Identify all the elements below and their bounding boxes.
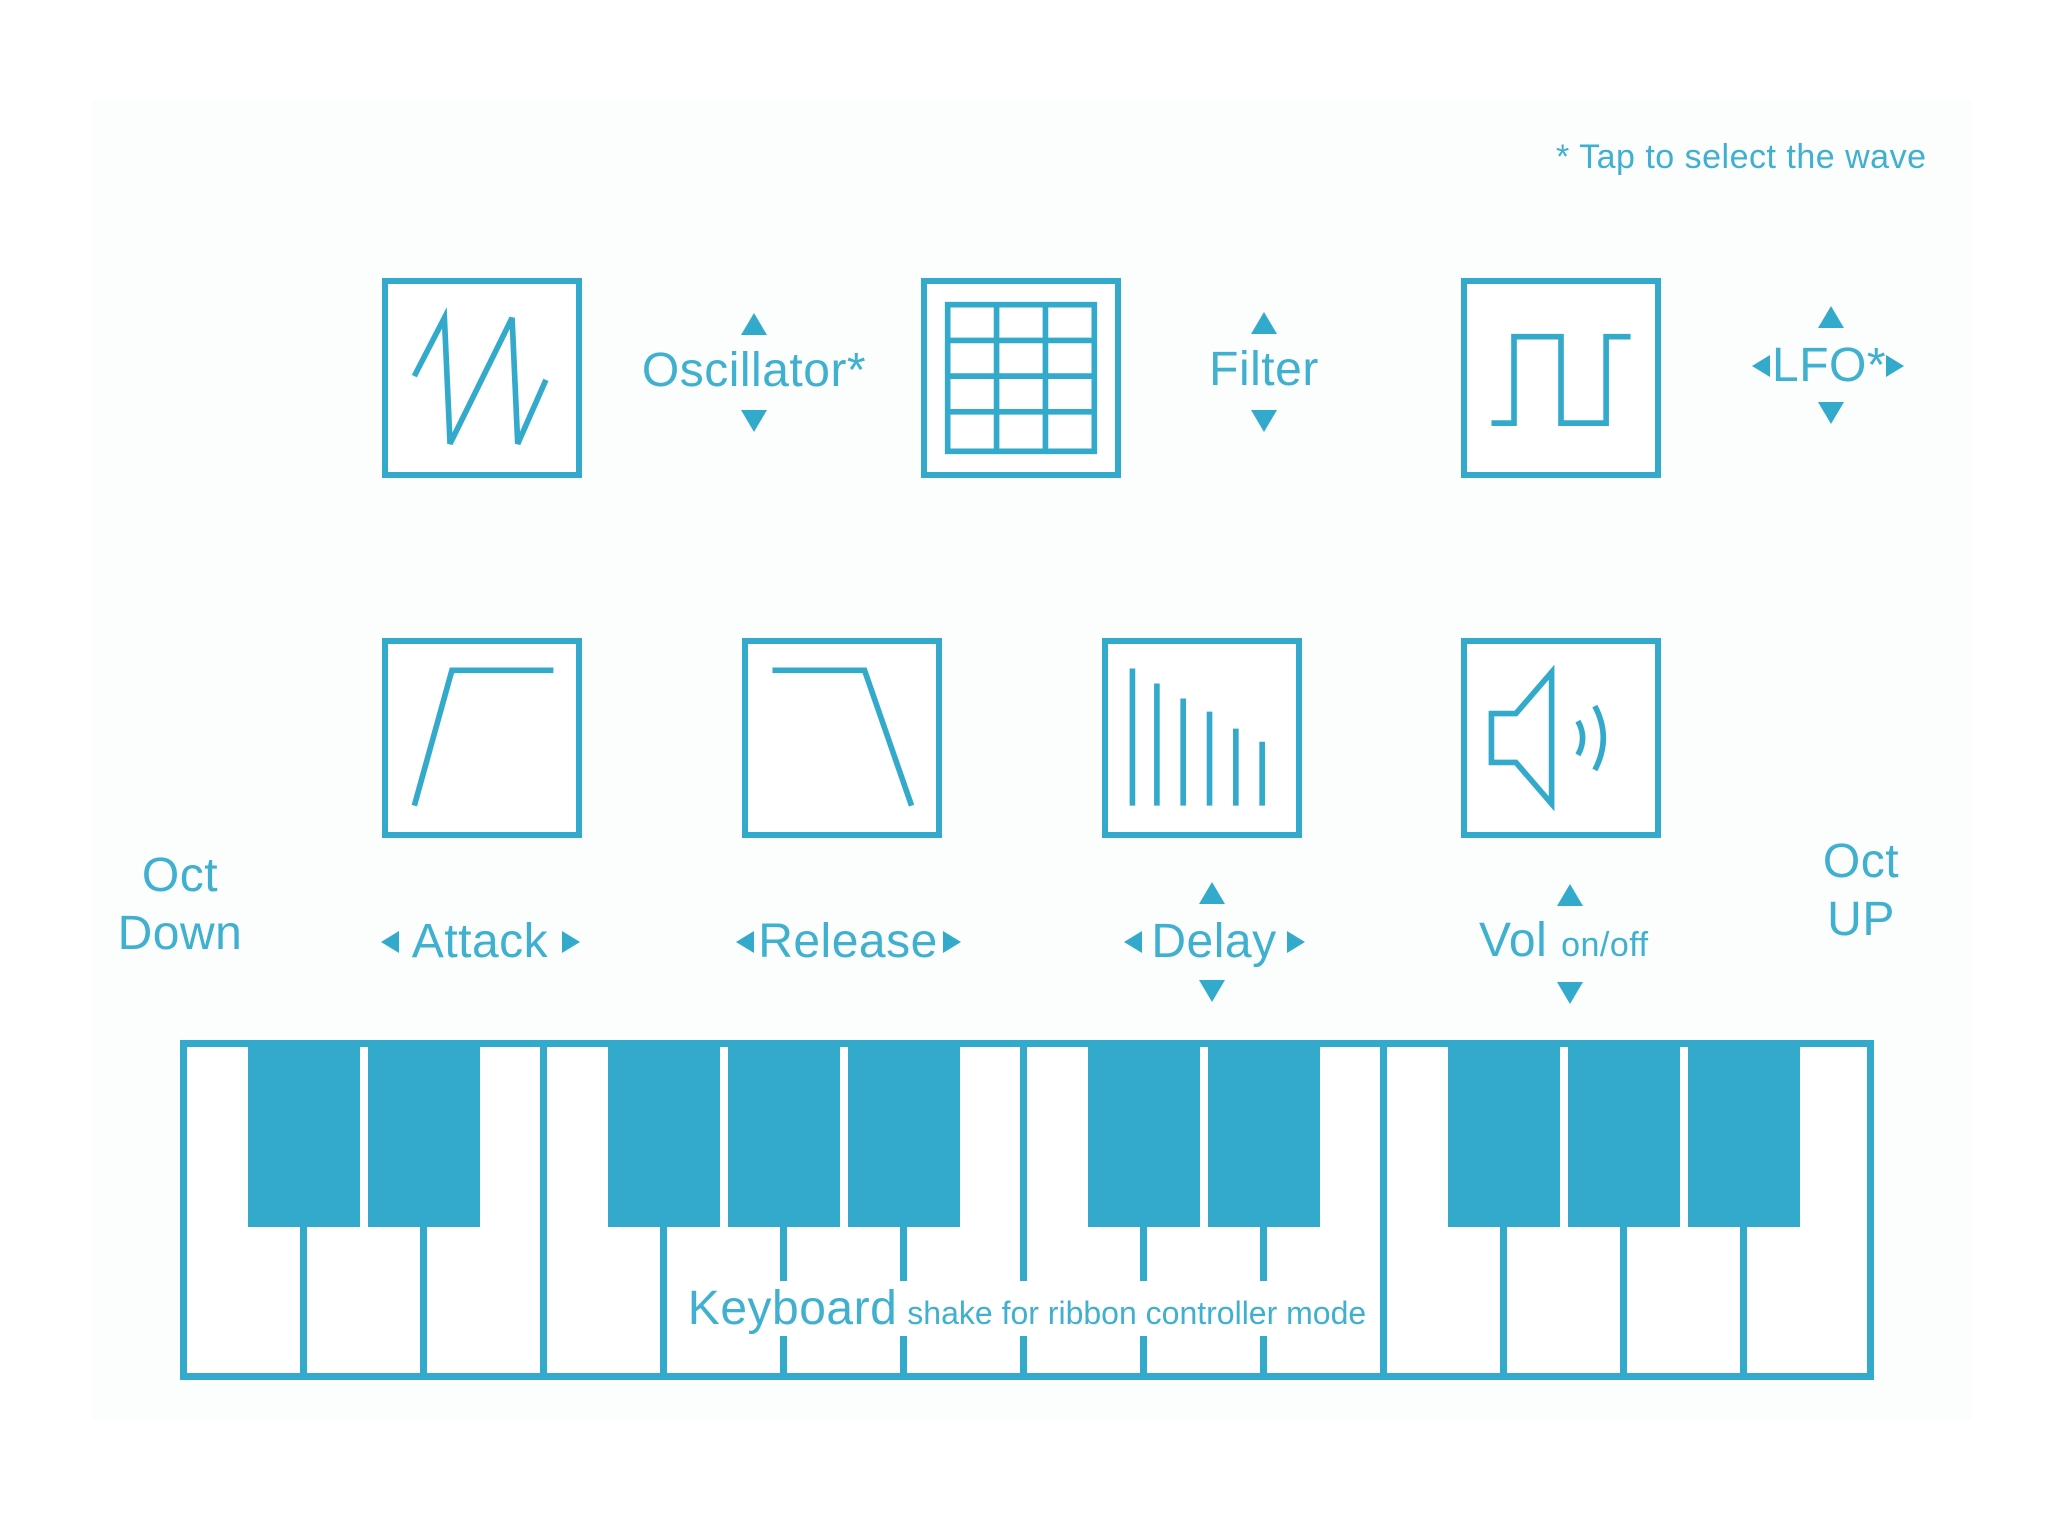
delay-bars-icon xyxy=(1129,668,1265,806)
filter-label: Filter xyxy=(1209,343,1319,396)
volume-label-group: Vol on/off xyxy=(1479,917,1719,965)
volume-down-arrow[interactable] xyxy=(1557,982,1583,1004)
filter-up-arrow[interactable] xyxy=(1251,312,1277,334)
octave-up-label-2: UP xyxy=(1827,893,1895,946)
lfo-right-arrow[interactable] xyxy=(1886,355,1904,377)
square-wave-icon xyxy=(1491,333,1631,426)
delay-right-arrow[interactable] xyxy=(1287,931,1305,953)
black-key[interactable] xyxy=(1208,1047,1320,1227)
lfo-label: LFO* xyxy=(1772,339,1887,392)
black-key[interactable] xyxy=(608,1047,720,1227)
keyboard-subtitle: shake for ribbon controller mode xyxy=(907,1294,1367,1331)
filter-down-arrow[interactable] xyxy=(1251,410,1277,432)
octave-down-label-1: Oct xyxy=(141,849,219,902)
black-key[interactable] xyxy=(1088,1047,1200,1227)
oscillator-wave-button[interactable] xyxy=(382,278,582,478)
delay-up-arrow[interactable] xyxy=(1199,882,1225,904)
release-right-arrow[interactable] xyxy=(943,931,961,953)
release-button[interactable] xyxy=(742,638,942,838)
wave-hint-text: * Tap to select the wave xyxy=(1556,138,1927,176)
filter-button[interactable] xyxy=(921,278,1121,478)
octave-up-label-1: Oct xyxy=(1822,835,1900,888)
black-key[interactable] xyxy=(728,1047,840,1227)
oscillator-up-arrow[interactable] xyxy=(741,313,767,335)
delay-left-arrow[interactable] xyxy=(1124,931,1142,953)
release-left-arrow[interactable] xyxy=(736,931,754,953)
volume-label: Vol xyxy=(1479,914,1548,967)
black-key[interactable] xyxy=(248,1047,360,1227)
attack-button[interactable] xyxy=(382,638,582,838)
octave-up-button[interactable]: Oct UP xyxy=(1791,838,1931,944)
black-key[interactable] xyxy=(1568,1047,1680,1227)
oscillator-label: Oscillator* xyxy=(641,344,867,397)
delay-button[interactable] xyxy=(1102,638,1302,838)
attack-right-arrow[interactable] xyxy=(562,931,580,953)
attack-label: Attack xyxy=(411,915,549,968)
lfo-up-arrow[interactable] xyxy=(1818,306,1844,328)
black-key[interactable] xyxy=(368,1047,480,1227)
white-key[interactable] xyxy=(907,1047,1027,1373)
octave-down-label-2: Down xyxy=(117,907,243,960)
sawtooth-wave-icon xyxy=(411,307,549,446)
delay-label: Delay xyxy=(1151,915,1277,968)
oscillator-down-arrow[interactable] xyxy=(741,410,767,432)
lfo-wave-button[interactable] xyxy=(1461,278,1661,478)
attack-envelope-icon xyxy=(411,667,554,807)
black-key[interactable] xyxy=(1688,1047,1800,1227)
lfo-left-arrow[interactable] xyxy=(1752,355,1770,377)
volume-toggle-label[interactable]: on/off xyxy=(1561,926,1649,964)
volume-button[interactable] xyxy=(1461,638,1661,838)
volume-up-arrow[interactable] xyxy=(1557,884,1583,906)
keyboard-title: Keyboard xyxy=(687,1281,898,1335)
lfo-down-arrow[interactable] xyxy=(1818,402,1844,424)
speaker-icon xyxy=(1488,664,1607,812)
filter-grid-icon xyxy=(944,301,1098,455)
release-envelope-icon xyxy=(772,667,915,807)
black-key[interactable] xyxy=(848,1047,960,1227)
octave-down-button[interactable]: Oct Down xyxy=(100,852,260,958)
white-key[interactable] xyxy=(427,1047,547,1373)
release-label: Release xyxy=(758,915,938,968)
attack-left-arrow[interactable] xyxy=(381,931,399,953)
white-key[interactable] xyxy=(1267,1047,1387,1373)
black-key[interactable] xyxy=(1448,1047,1560,1227)
delay-down-arrow[interactable] xyxy=(1199,980,1225,1002)
